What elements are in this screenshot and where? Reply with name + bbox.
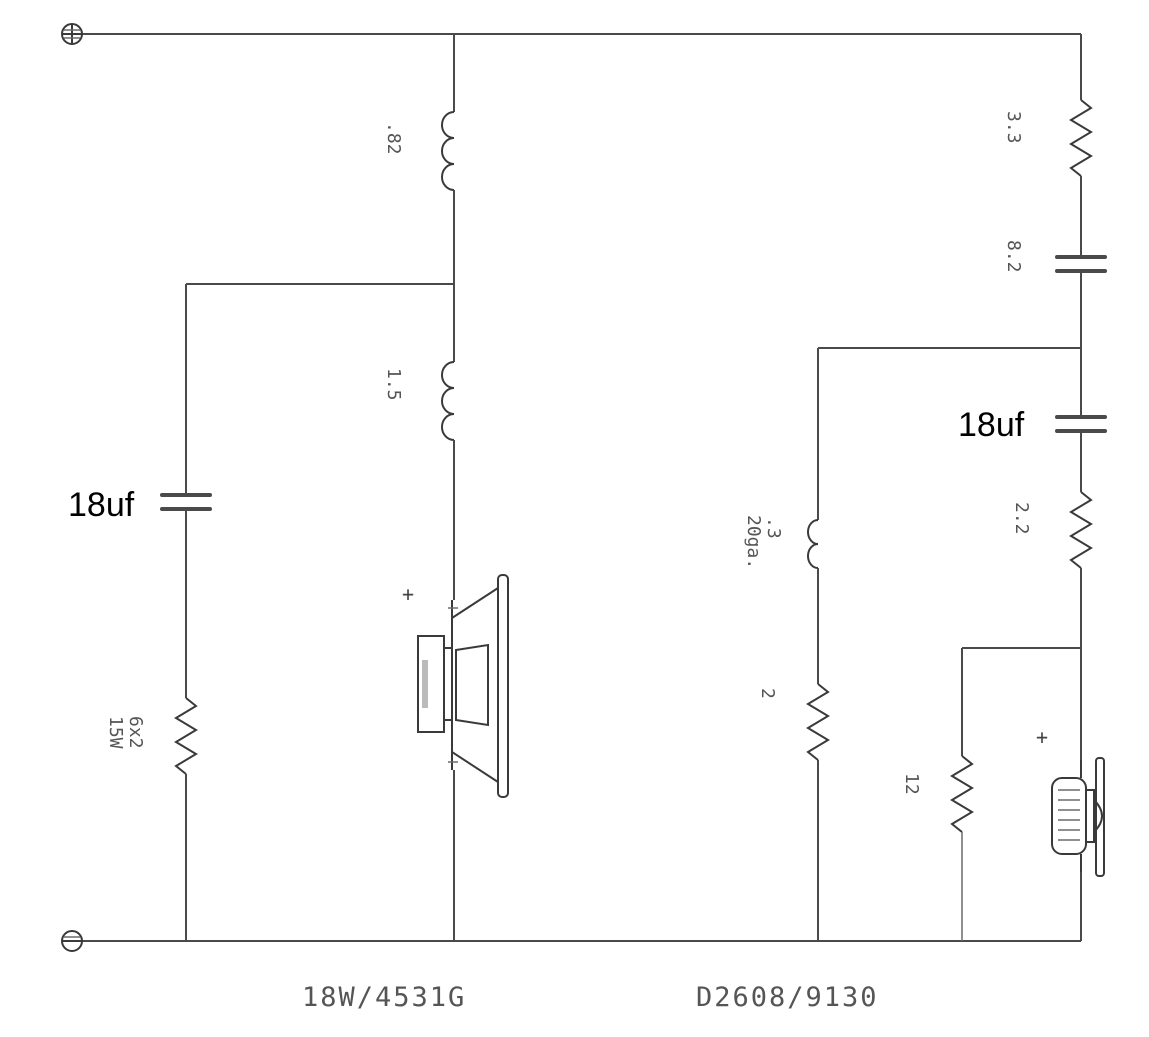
tweeter-resistor-2-2-icon	[1069, 491, 1093, 569]
tweeter-capacitor-8-2-label: 8.2	[1003, 240, 1024, 273]
tweeter-capacitor-8-2-icon	[1055, 255, 1107, 273]
tweeter-capacitor-18uf-icon	[1055, 415, 1107, 433]
tweeter-resistor-2-2-label: 2.2	[1011, 502, 1032, 535]
woofer-shunt-resistor-label-2: 15W	[105, 716, 126, 749]
tweeter-capacitor-18uf-label: 18uf	[958, 406, 1025, 444]
woofer-speaker-icon	[417, 574, 509, 798]
tweeter-parallel-resistor-icon	[950, 755, 974, 833]
tweeter-parallel-resistor-label: 12	[901, 773, 922, 795]
negative-terminal-icon	[61, 930, 83, 952]
tweeter-model-label: D2608/9130	[696, 982, 879, 1013]
inductor-l2-label: 1.5	[383, 368, 404, 401]
woofer-shunt-resistor-icon	[174, 697, 198, 775]
tweeter-resistor-3-3-label: 3.3	[1003, 111, 1024, 144]
tweeter-shunt-resistor-icon	[806, 683, 830, 761]
inductor-l1-label: .82	[383, 122, 404, 155]
tweeter-shunt-inductor-label-2: 20ga.	[743, 515, 764, 569]
woofer-shunt-capacitor-icon	[160, 493, 212, 511]
woofer-model-label: 18W/4531G	[302, 982, 466, 1013]
woofer-polarity-label: +	[402, 582, 414, 606]
inductor-l2-icon	[441, 361, 455, 441]
tweeter-resistor-3-3-icon	[1069, 99, 1093, 177]
inductor-l1-icon	[441, 111, 455, 191]
woofer-shunt-cap-label: 18uf	[68, 486, 135, 524]
tweeter-polarity-label: +	[1036, 725, 1048, 749]
woofer-shunt-resistor-label-1: 6x2	[125, 716, 146, 749]
positive-terminal-icon	[61, 23, 83, 45]
tweeter-shunt-inductor-icon	[807, 519, 819, 569]
tweeter-speaker-icon	[1051, 757, 1105, 877]
tweeter-shunt-resistor-label: 2	[757, 688, 778, 699]
tweeter-shunt-inductor-label-1: .3	[763, 517, 784, 539]
